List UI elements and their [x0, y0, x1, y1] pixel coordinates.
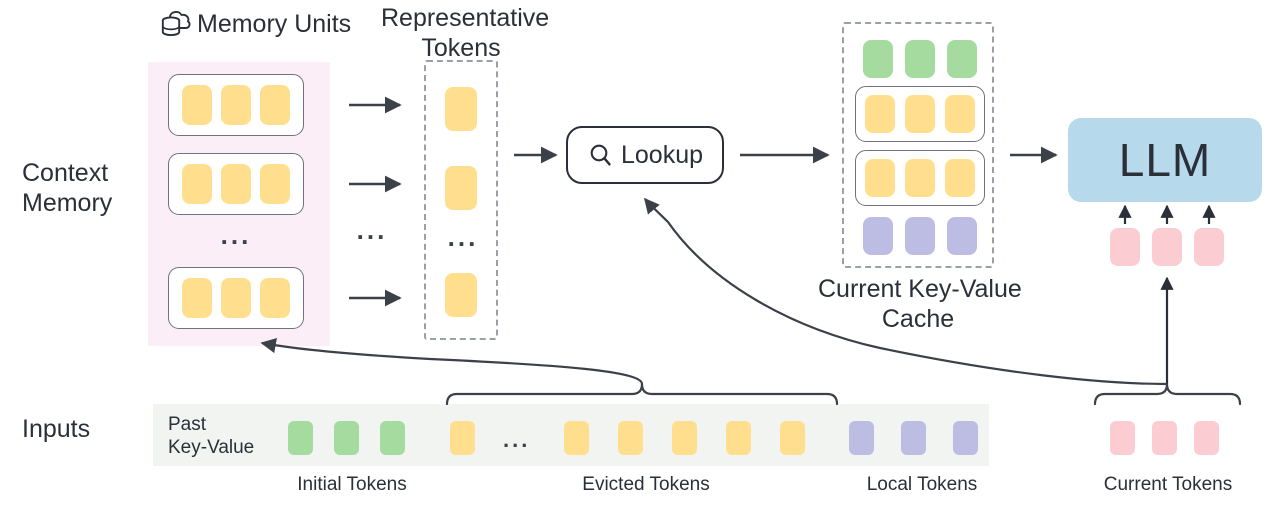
kv-cache-row — [863, 37, 977, 81]
input-token-chip-evicted — [780, 421, 805, 455]
cloud-database-icon — [156, 4, 196, 44]
evicted-to-memory-arrow — [260, 337, 644, 385]
memory-unit[interactable] — [168, 74, 304, 136]
current-token-chip — [1194, 421, 1219, 455]
input-token-chip-initial — [334, 421, 359, 455]
lookup-label: Lookup — [620, 140, 704, 169]
memory-to-representative-arrow — [349, 96, 402, 307]
memory-token-chip — [260, 85, 290, 125]
kv-token-chip — [945, 95, 975, 133]
memory-token-chip — [221, 278, 251, 318]
memory-token-chip — [182, 278, 212, 318]
llm-input-token-chip — [1194, 228, 1224, 266]
current-tokens-brace — [1093, 382, 1242, 406]
kv-token-chip — [905, 40, 935, 78]
group-label-evicted-tokens: Evicted Tokens — [582, 474, 710, 495]
current-token-chip — [1152, 421, 1177, 455]
memory-token-chip — [182, 85, 212, 125]
llm-box[interactable]: LLM — [1068, 118, 1262, 202]
kv-cache-row — [863, 214, 977, 258]
input-token-chip-local — [953, 421, 978, 455]
row-label-context-memory: Context Memory — [22, 159, 113, 217]
current-token-to-llm-arrow — [1118, 204, 1216, 224]
kv-token-chip — [945, 159, 975, 197]
kv-token-chip — [863, 217, 893, 255]
past-key-value-label: Past Key-Value — [168, 414, 255, 458]
input-token-chip-initial — [288, 421, 313, 455]
evicted-tokens-brace — [445, 382, 839, 406]
kv-token-chip — [905, 217, 935, 255]
memory-token-chip — [221, 164, 251, 204]
input-token-chip-evicted — [450, 421, 475, 455]
memory-units-ellipsis: ... — [220, 220, 252, 250]
kv-token-chip — [947, 40, 977, 78]
memory-unit[interactable] — [168, 153, 304, 215]
memory-units-header: Memory Units — [197, 10, 352, 38]
kv-token-chip — [863, 40, 893, 78]
representative-token-chip — [445, 87, 477, 131]
group-label-current-tokens: Current Tokens — [1103, 474, 1233, 495]
kv-cache-row-boxed — [855, 86, 985, 142]
context-memory-panel: ... — [148, 62, 330, 346]
input-token-chip-local — [901, 421, 926, 455]
lookup-button[interactable]: Lookup — [566, 126, 724, 184]
memory-token-chip — [221, 85, 251, 125]
kv-token-chip — [905, 95, 935, 133]
group-label-initial-tokens: Initial Tokens — [297, 474, 407, 495]
kv-token-chip — [905, 159, 935, 197]
kv-cache-caption: Current Key-Value Cache — [818, 275, 1022, 333]
current-token-chip — [1110, 421, 1135, 455]
representative-tokens-box: ... — [424, 60, 498, 340]
memory-unit[interactable] — [168, 267, 304, 329]
search-icon — [587, 142, 614, 169]
current-kv-cache-box — [842, 22, 994, 268]
input-token-chip-evicted — [672, 421, 697, 455]
llm-input-token-chip — [1110, 228, 1140, 266]
input-token-chip-local — [849, 421, 874, 455]
memory-token-chip — [182, 164, 212, 204]
input-token-chip-evicted — [726, 421, 751, 455]
representative-tokens-ellipsis: ... — [447, 222, 479, 252]
memory-token-chip — [260, 278, 290, 318]
llm-input-token-chip — [1152, 228, 1182, 266]
llm-label: LLM — [1118, 134, 1212, 186]
input-token-chip-evicted — [618, 421, 643, 455]
representative-token-chip — [445, 166, 477, 210]
group-label-local-tokens: Local Tokens — [866, 474, 978, 495]
kv-token-chip — [947, 217, 977, 255]
memory-token-chip — [260, 164, 290, 204]
representative-token-chip — [445, 273, 477, 317]
kv-cache-row-boxed — [855, 150, 985, 206]
input-token-chip-initial — [380, 421, 405, 455]
input-sequence-ellipsis: ... — [503, 427, 531, 452]
kv-token-chip — [865, 159, 895, 197]
input-token-chip-evicted — [564, 421, 589, 455]
kv-token-chip — [865, 95, 895, 133]
row-label-inputs: Inputs — [22, 415, 91, 443]
representative-tokens-header: Representative Tokens — [381, 4, 550, 62]
arrow-column-ellipsis: ... — [356, 215, 388, 245]
